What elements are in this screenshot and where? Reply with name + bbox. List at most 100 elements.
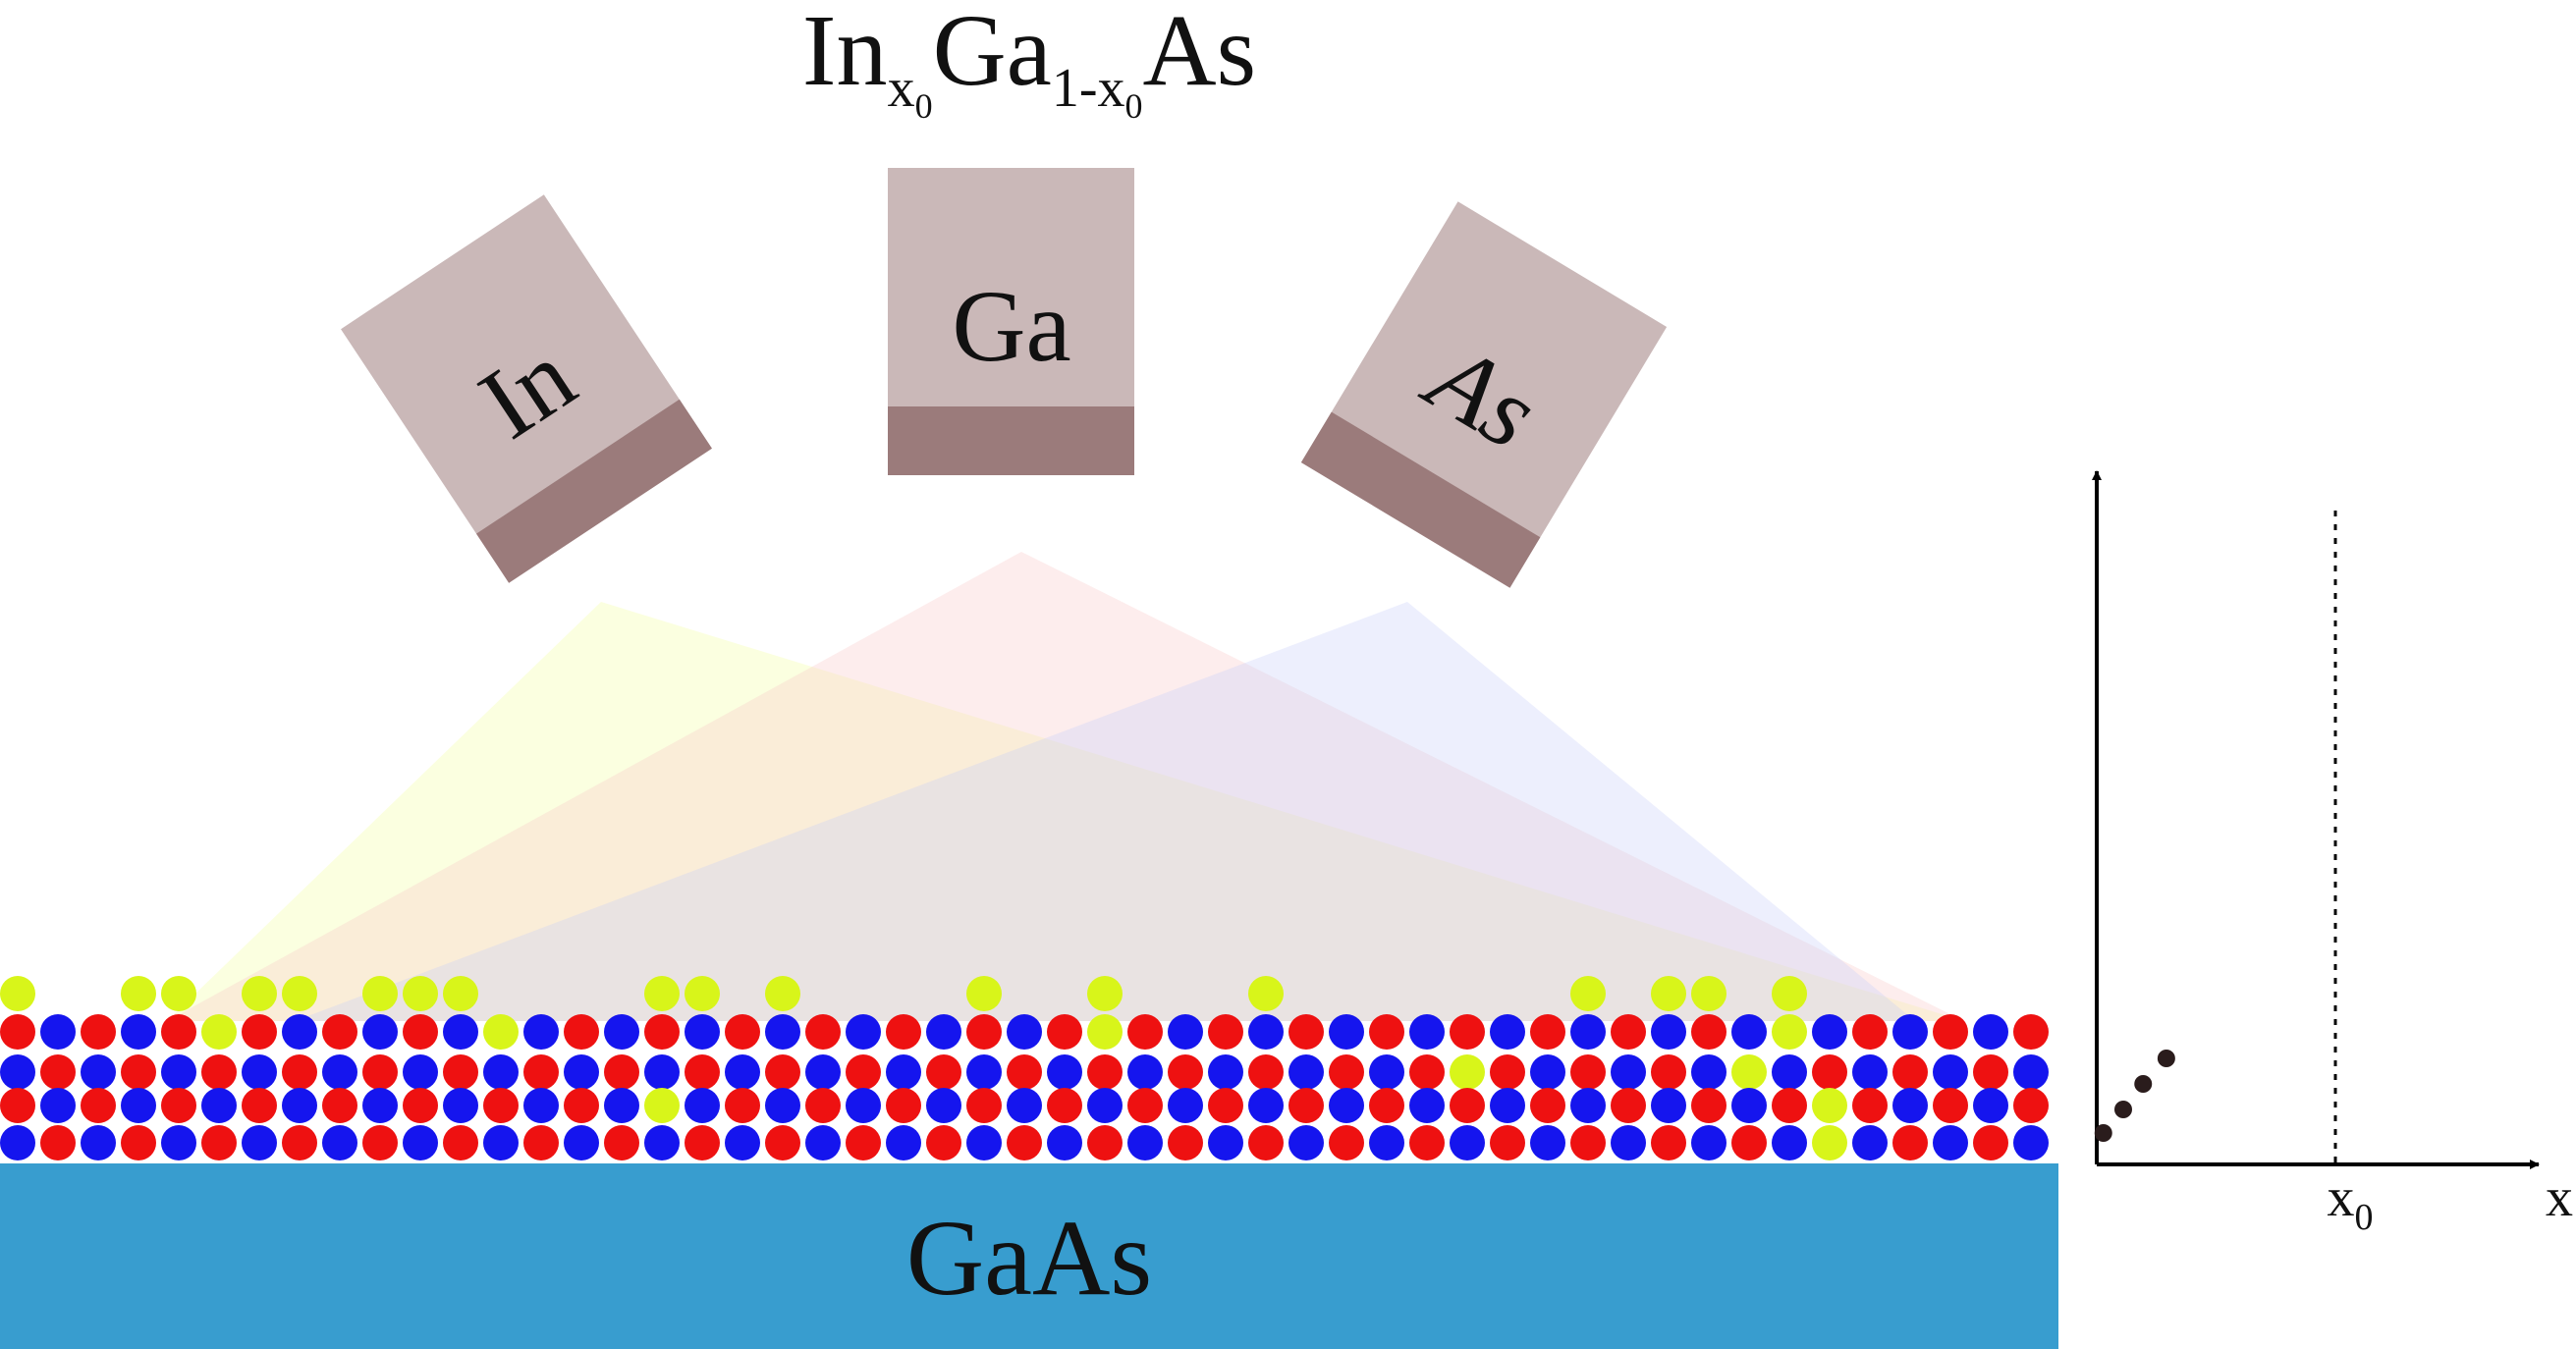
as-atom: [483, 1125, 519, 1160]
as-atom: [523, 1014, 559, 1050]
in-atom: [1812, 1125, 1847, 1160]
ga-atom: [523, 1054, 559, 1090]
as-atom: [242, 1054, 277, 1090]
ga-atom: [604, 1125, 639, 1160]
as-atom: [40, 1088, 76, 1123]
ga-atom: [282, 1125, 317, 1160]
as-atom: [1047, 1125, 1082, 1160]
as-atom: [1409, 1014, 1445, 1050]
in-atom: [1812, 1088, 1847, 1123]
ga-atom: [1047, 1088, 1082, 1123]
ga-atom: [443, 1054, 478, 1090]
in-atom: [483, 1014, 519, 1050]
ga-atom: [1288, 1088, 1324, 1123]
in-atom: [282, 976, 317, 1011]
as-atom: [121, 1088, 156, 1123]
in-atom: [242, 976, 277, 1011]
as-atom: [1369, 1125, 1404, 1160]
ga-atom: [1288, 1014, 1324, 1050]
ga-atom: [1409, 1054, 1445, 1090]
in-atom: [161, 976, 196, 1011]
in-atom: [644, 976, 680, 1011]
ga-atom: [1852, 1014, 1888, 1050]
epitaxial-layer: [0, 976, 2049, 1160]
as-atom: [1007, 1014, 1042, 1050]
in-atom: [1087, 976, 1123, 1011]
ga-atom: [201, 1054, 237, 1090]
as-atom: [1933, 1054, 1968, 1090]
in-atom: [765, 976, 800, 1011]
ga-atom: [1772, 1088, 1807, 1123]
ga-atom: [81, 1014, 116, 1050]
as-atom: [805, 1054, 841, 1090]
as-atom: [846, 1088, 881, 1123]
as-atom: [1812, 1014, 1847, 1050]
ga-atom: [322, 1088, 357, 1123]
as-atom: [1892, 1088, 1928, 1123]
data-point: [2114, 1101, 2132, 1118]
as-atom: [644, 1054, 680, 1090]
as-atom: [966, 1125, 1002, 1160]
as-atom: [765, 1014, 800, 1050]
as-atom: [1329, 1088, 1364, 1123]
substrate-label: GaAs: [906, 1198, 1153, 1318]
as-atom: [1691, 1054, 1726, 1090]
as-atom: [1329, 1014, 1364, 1050]
as-atom: [725, 1125, 760, 1160]
ga-atom: [2013, 1014, 2049, 1050]
in-atom: [443, 976, 478, 1011]
as-atom: [725, 1054, 760, 1090]
ga-atom: [604, 1054, 639, 1090]
ga-atom: [725, 1088, 760, 1123]
ga-atom: [1168, 1125, 1203, 1160]
as-atom: [1288, 1125, 1324, 1160]
as-atom: [81, 1125, 116, 1160]
as-atom: [1369, 1054, 1404, 1090]
ga-atom: [1892, 1054, 1928, 1090]
as-atom: [1651, 1014, 1686, 1050]
ga-atom: [1087, 1054, 1123, 1090]
as-atom: [282, 1014, 317, 1050]
as-atom: [846, 1014, 881, 1050]
title-element-in: In: [801, 0, 888, 107]
in-atom: [685, 976, 720, 1011]
ga-atom: [1208, 1088, 1243, 1123]
ga-atom: [1208, 1014, 1243, 1050]
as-atom: [1570, 1014, 1606, 1050]
ga-atom: [926, 1125, 961, 1160]
substrate-block: [0, 1163, 2058, 1349]
as-atom: [1530, 1054, 1565, 1090]
as-atom: [1691, 1125, 1726, 1160]
ga-atom: [1248, 1054, 1284, 1090]
as-atom: [1490, 1088, 1525, 1123]
ga-atom: [1530, 1014, 1565, 1050]
title-sub-x: x: [887, 57, 915, 119]
ga-atom: [765, 1054, 800, 1090]
ga-atom: [1691, 1088, 1726, 1123]
ga-atom: [1530, 1088, 1565, 1123]
as-atom: [161, 1054, 196, 1090]
plot-points: [2094, 1050, 2175, 1142]
ga-atom: [403, 1014, 438, 1050]
as-atom: [765, 1088, 800, 1123]
title-element-as: As: [1142, 0, 1257, 107]
as-atom: [2013, 1125, 2049, 1160]
ga-atom: [1570, 1054, 1606, 1090]
in-atom: [1248, 976, 1284, 1011]
ga-atom: [362, 1054, 398, 1090]
ga-atom: [1570, 1125, 1606, 1160]
in-atom: [1651, 976, 1686, 1011]
in-atom: [121, 976, 156, 1011]
ga-atom: [1812, 1054, 1847, 1090]
ga-atom: [1450, 1088, 1485, 1123]
as-atom: [1248, 1088, 1284, 1123]
as-atom: [0, 1125, 35, 1160]
as-atom: [685, 1014, 720, 1050]
ga-atom: [1087, 1125, 1123, 1160]
ga-atom: [523, 1125, 559, 1160]
as-atom: [1731, 1014, 1767, 1050]
as-atom: [1892, 1014, 1928, 1050]
in-atom: [1731, 1054, 1767, 1090]
ga-atom: [564, 1088, 599, 1123]
